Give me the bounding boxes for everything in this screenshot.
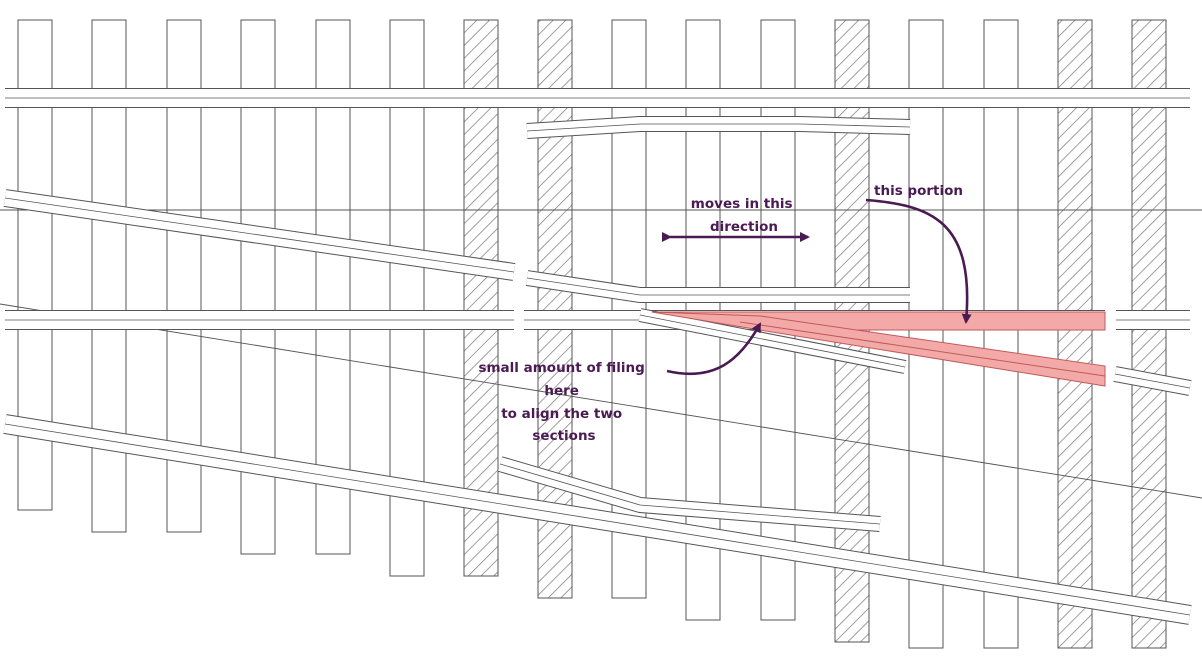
guide-lines-layer [0,209,1202,499]
label-filing: small amount of filing here to align the… [478,360,649,444]
sleepers-layer [17,19,1167,649]
hatched-sleeper-7 [463,19,499,577]
hatched-sleeper-16 [1131,19,1167,649]
rail-check-upper-centre [526,123,911,132]
label-filing-line-2: here [544,383,579,399]
rail-check-lower-centre [499,463,881,525]
rail-switch-blade-centre [526,277,910,296]
sleeper-13 [908,19,944,649]
rail-diverging-lower-centre [4,423,1191,616]
label-filing-line-1: small amount of filing [478,360,644,376]
sleeper-14 [983,19,1019,649]
rail-diverging-stub-centre [1114,373,1191,389]
annotation-arrows-layer [662,198,972,376]
label-moves-direction: moves in this direction [691,196,797,235]
highlight-inner-line [739,321,1106,377]
label-moves-line-1: moves in this [691,196,793,212]
highlight-layer [651,311,1106,387]
label-filing-line-3: to align the two [501,406,622,422]
annotation-labels-layer: moves in this direction this portion sma… [478,183,963,444]
rails-layer [3,88,1192,625]
label-this-portion: this portion [874,183,963,199]
rail-diverging-upper-centre [4,197,515,273]
label-filing-line-4: sections [532,428,595,444]
guide-line-2 [0,303,1202,499]
label-portion-line-1: this portion [874,183,963,199]
rail-closure-lower-centre [639,314,906,368]
arrow-this-portion [865,198,972,324]
hatched-sleeper-15 [1057,19,1093,649]
arrow-filing [666,322,762,376]
label-moves-line-2: direction [710,219,778,235]
